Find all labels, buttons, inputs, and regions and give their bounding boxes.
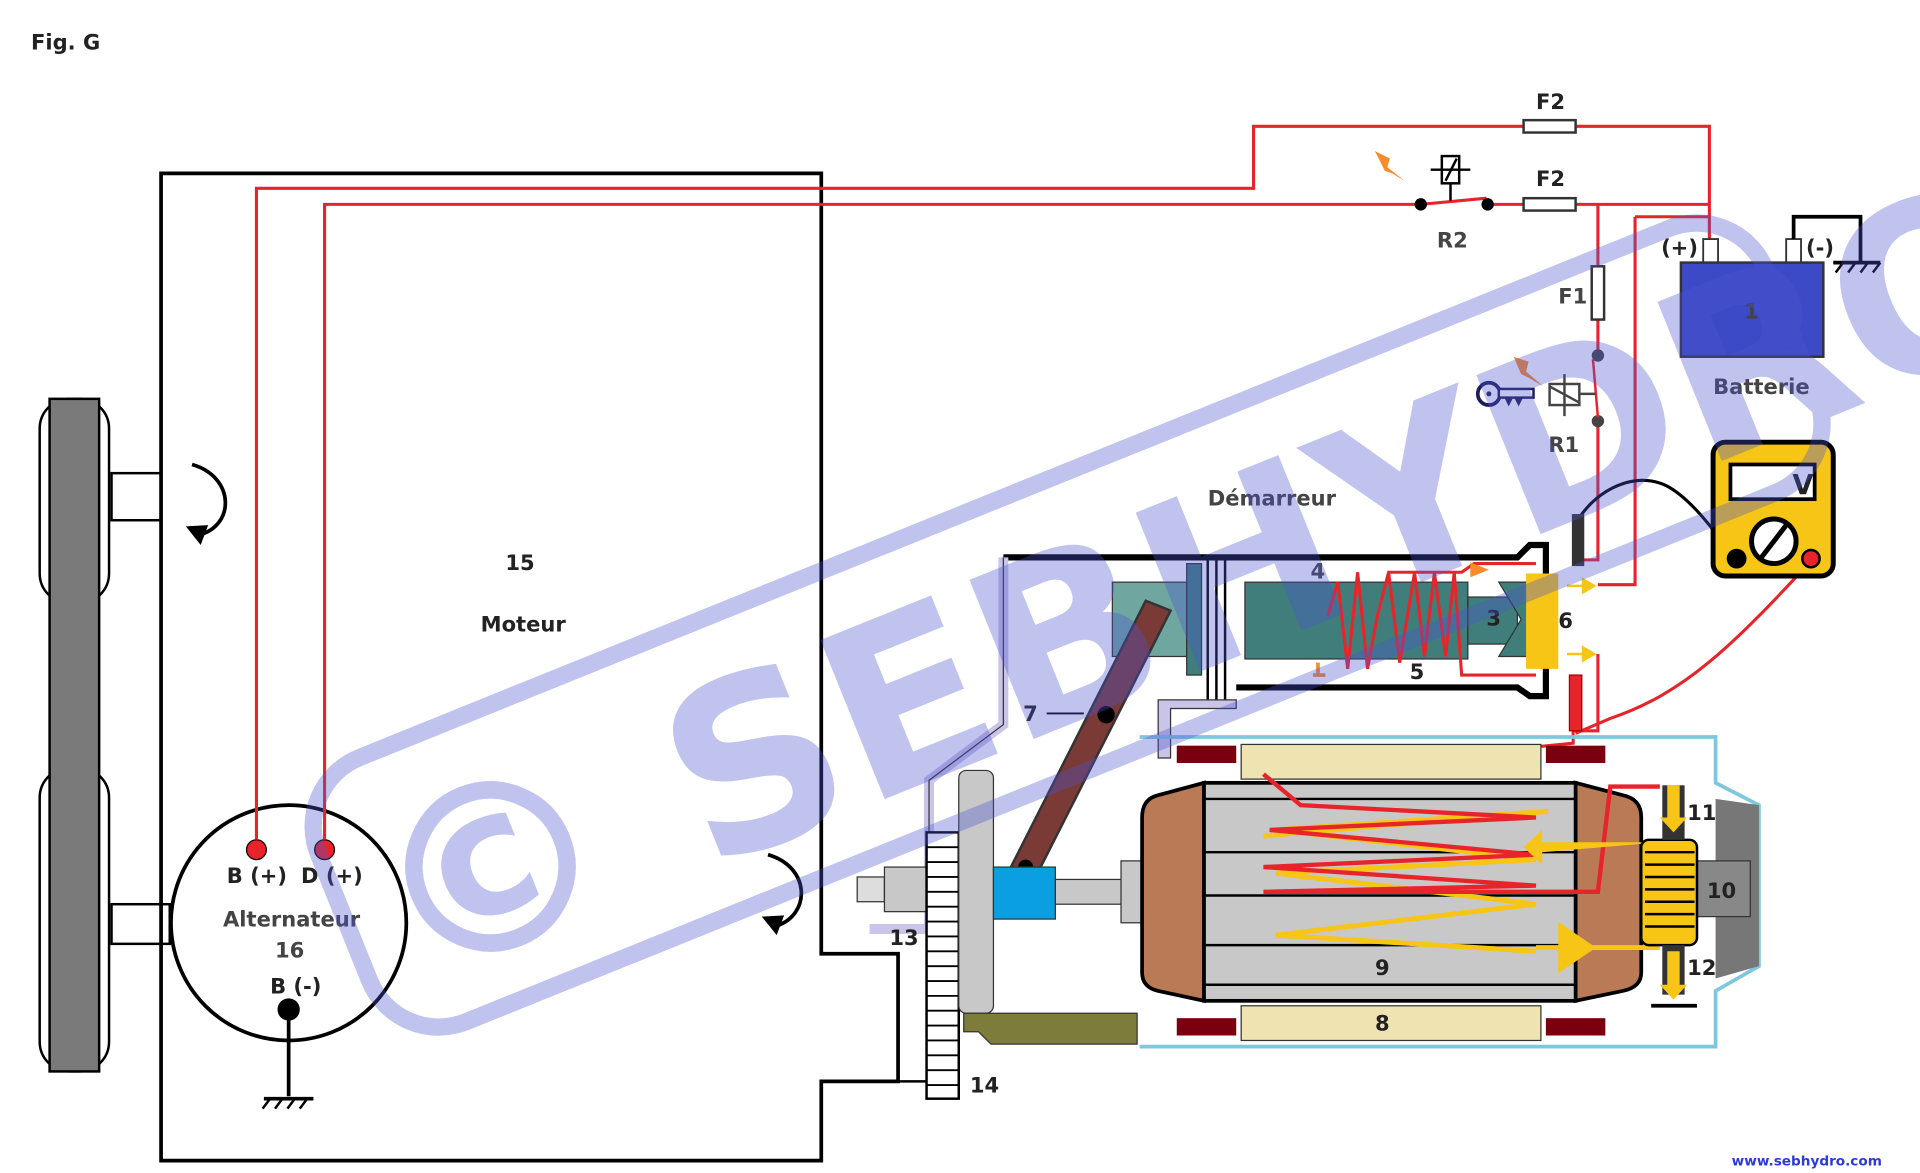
voltmeter [1568, 439, 1836, 732]
relay-r1 [1513, 349, 1605, 428]
alternator-d-plus: D (+) [301, 863, 363, 888]
pulley-belt [38, 397, 171, 1073]
engine-number: 15 [505, 550, 534, 575]
label-14: 14 [970, 1072, 999, 1097]
alternator-number: 16 [275, 937, 304, 962]
fuse-f2-mid-label: F2 [1536, 166, 1565, 191]
pinion-and-flywheel [856, 769, 1144, 1100]
rotation-arrow-icon [191, 462, 228, 537]
lightning-icon [1513, 356, 1544, 387]
label-13: 13 [889, 925, 918, 950]
alternator-b-plus: B (+) [227, 863, 287, 888]
lightning-icon [1374, 151, 1405, 181]
label-12: 12 [1687, 955, 1716, 980]
label-10: 10 [1707, 878, 1736, 903]
wiring [254, 124, 1813, 840]
battery-plus-label: (+) [1661, 235, 1698, 260]
rotation-arrow-icon [767, 852, 804, 929]
label-5: 5 [1410, 659, 1425, 684]
battery-label: Batterie [1713, 374, 1810, 399]
alternator-label: Alternateur [223, 907, 361, 932]
label-4: 4 [1311, 558, 1326, 583]
engine-label: Moteur [481, 612, 567, 637]
fuse-f1-label: F1 [1558, 283, 1587, 308]
relay-r1-label: R1 [1548, 432, 1579, 457]
label-9: 9 [1375, 955, 1390, 980]
label-3: 3 [1486, 606, 1501, 631]
label-6: 6 [1558, 608, 1573, 633]
relay-r2 [1374, 151, 1494, 211]
alternator [169, 803, 409, 1110]
ignition-key-icon [1475, 380, 1535, 407]
label-7: 7 [1023, 701, 1038, 726]
label-8: 8 [1375, 1011, 1390, 1036]
fuse-f1 [1590, 265, 1606, 321]
battery [1679, 214, 1882, 358]
footer-url[interactable]: www.sebhydro.com [1732, 1154, 1882, 1170]
starter-motor [1139, 735, 1761, 1049]
voltmeter-unit: V [1792, 470, 1813, 501]
alternator-b-minus: B (-) [270, 973, 321, 998]
figure-title: Fig. G [31, 30, 100, 55]
fuse-f2-mid [1522, 196, 1577, 212]
fuse-f2-top [1522, 118, 1577, 134]
starter-label: Démarreur [1208, 485, 1337, 510]
battery-minus-label: (-) [1806, 235, 1834, 260]
fuse-f2-top-label: F2 [1536, 89, 1565, 114]
starter-solenoid [869, 541, 1597, 934]
relay-r2-label: R2 [1437, 228, 1468, 253]
label-11: 11 [1687, 800, 1716, 825]
battery-number: 1 [1744, 298, 1759, 323]
